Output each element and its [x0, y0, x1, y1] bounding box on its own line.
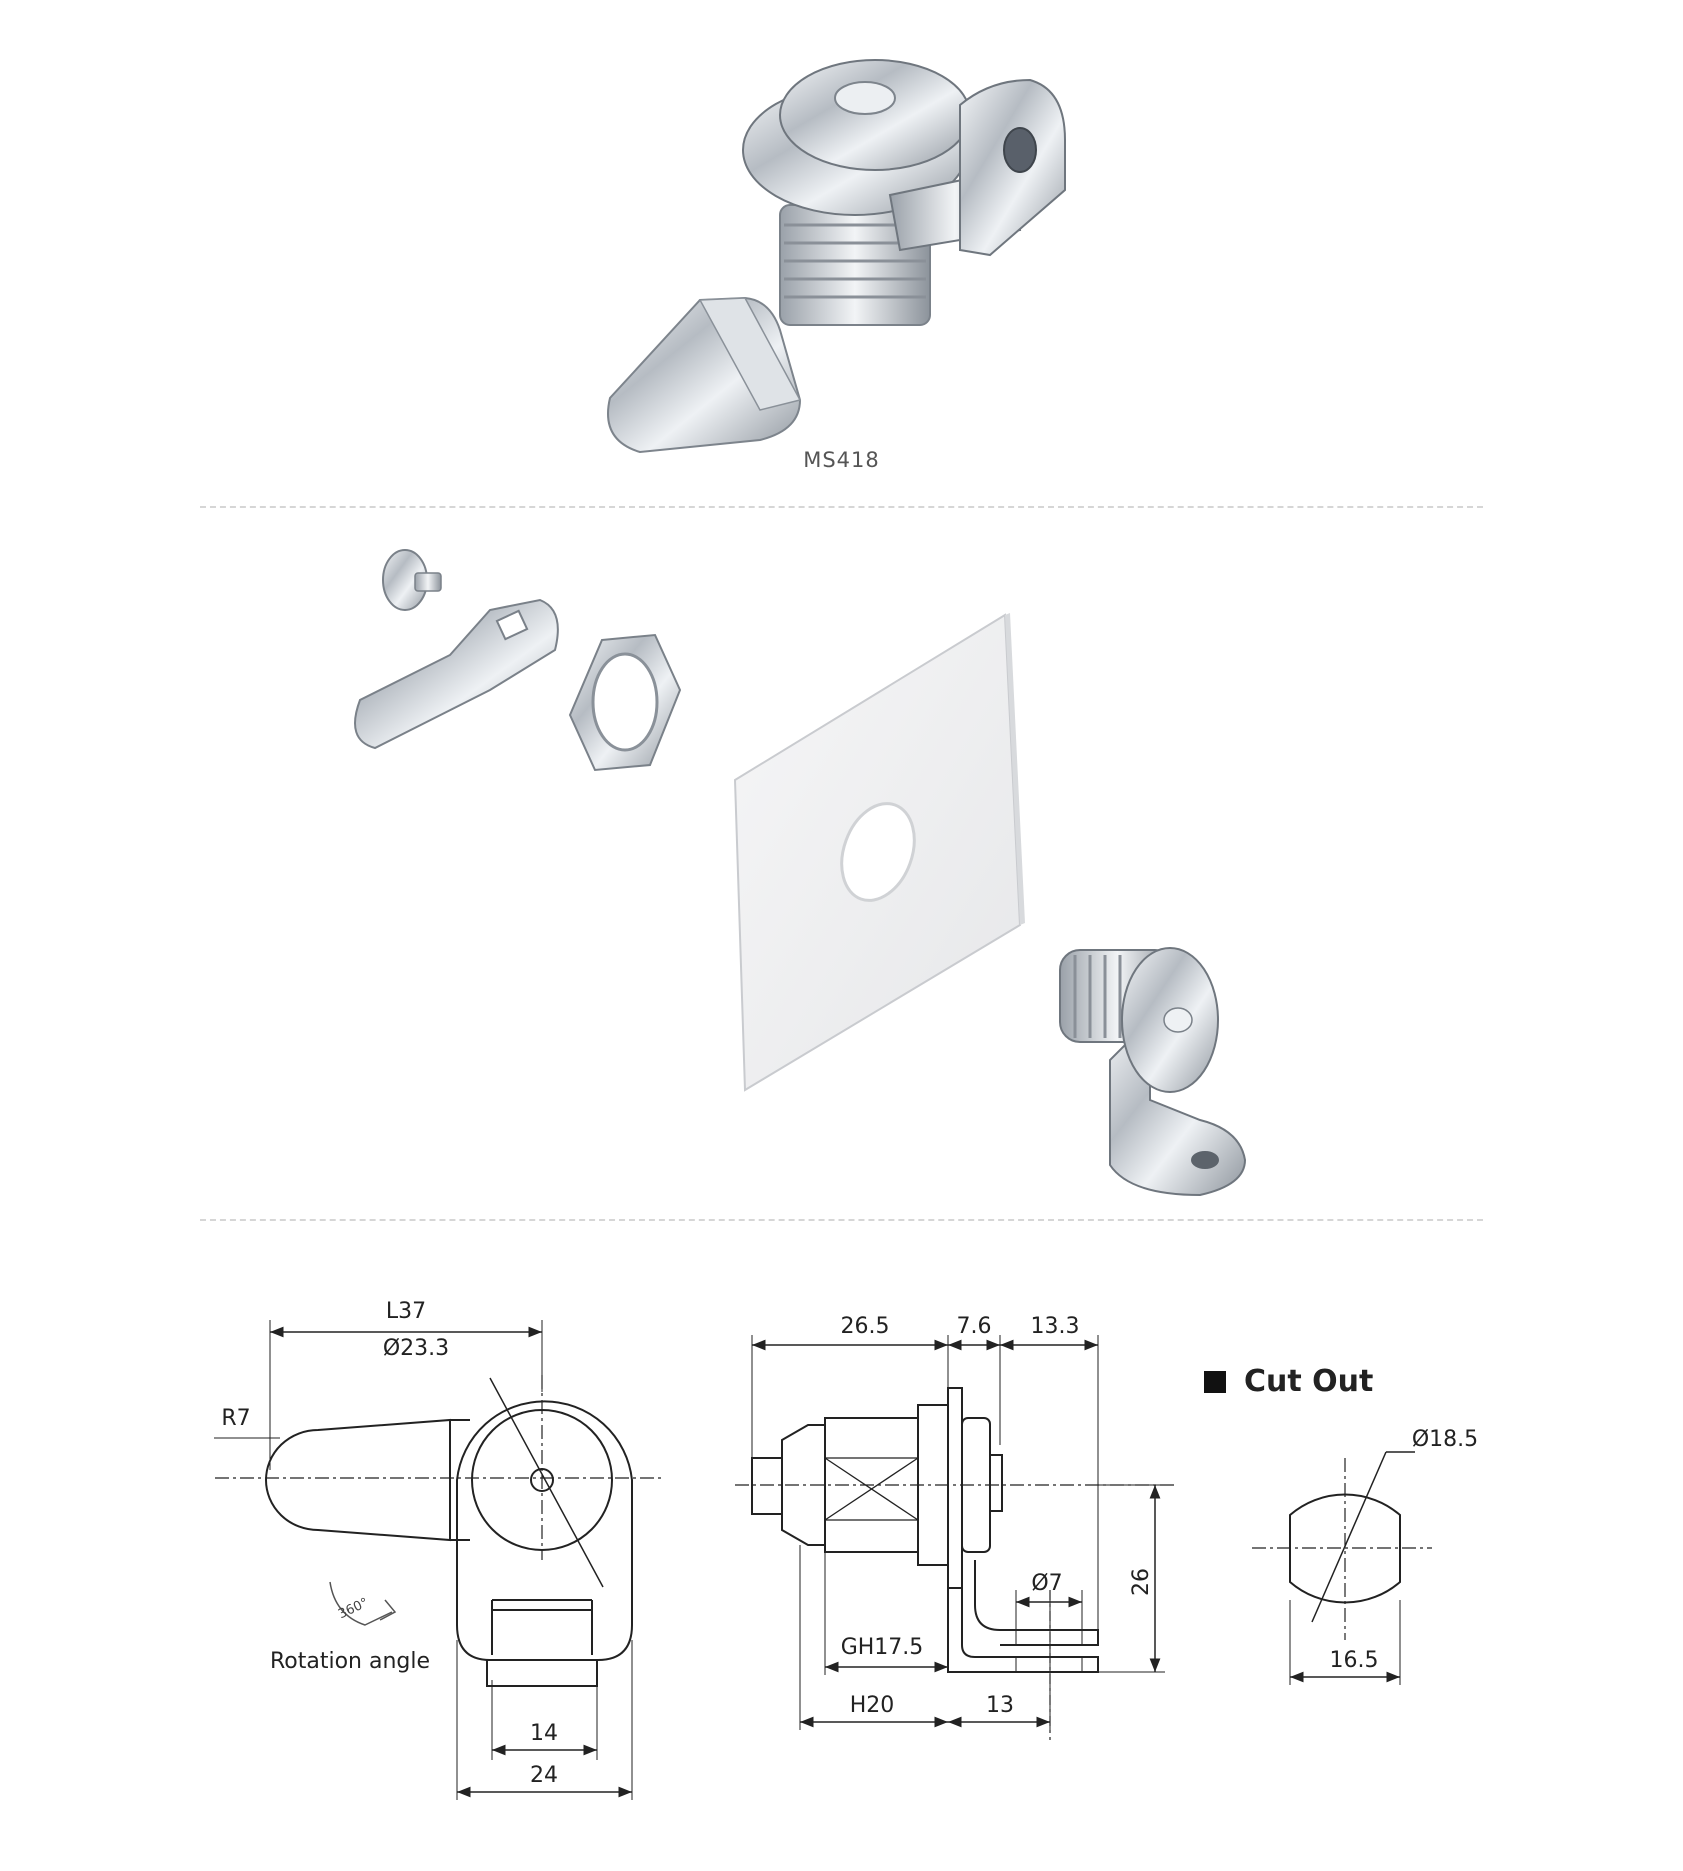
nut-part: [568, 633, 682, 772]
exploded-view: [354, 549, 1247, 1197]
dim-label-cutout-flat: 16.5: [1330, 1648, 1379, 1673]
square-bullet-icon: [1204, 1370, 1226, 1393]
dim-label-radius: R7: [221, 1406, 250, 1431]
front-view-drawing: [214, 1320, 665, 1800]
section-divider-top: [200, 506, 1483, 508]
dim-label-depth-13: 13: [986, 1693, 1014, 1718]
rotation-badge-label: 360°: [336, 1595, 371, 1622]
dim-label-width-14: 14: [530, 1721, 558, 1746]
dim-label-hole-diameter: Ø7: [1031, 1571, 1062, 1596]
dim-label-width-24: 24: [530, 1763, 558, 1788]
dim-label-body-diameter: Ø23.3: [383, 1336, 449, 1361]
dim-label-h20: H20: [850, 1693, 895, 1718]
dim-label-height-26: 26: [1129, 1568, 1154, 1596]
cutout-drawing: [1252, 1451, 1432, 1685]
cutout-heading: Cut Out: [1204, 1364, 1373, 1399]
side-view-drawing: [735, 1335, 1175, 1740]
section-divider-bottom: [200, 1219, 1483, 1221]
dim-label-depth-26-5: 26.5: [841, 1314, 890, 1339]
panel-plate: [733, 613, 1025, 1092]
cam-part: [354, 598, 559, 750]
lock-body-part: [1059, 947, 1247, 1197]
dim-label-thread: GH17.5: [841, 1635, 924, 1660]
dim-label-length: L37: [386, 1299, 426, 1324]
rotation-angle-label: Rotation angle: [270, 1649, 430, 1674]
cutout-title: Cut Out: [1244, 1364, 1374, 1399]
product-render: [607, 59, 1066, 454]
dim-label-depth-7-6: 7.6: [957, 1314, 992, 1339]
dim-label-cutout-diameter: Ø18.5: [1412, 1427, 1478, 1452]
screw-part: [382, 549, 442, 611]
product-model-label: MS418: [803, 448, 880, 472]
dim-label-depth-13-3: 13.3: [1031, 1314, 1080, 1339]
